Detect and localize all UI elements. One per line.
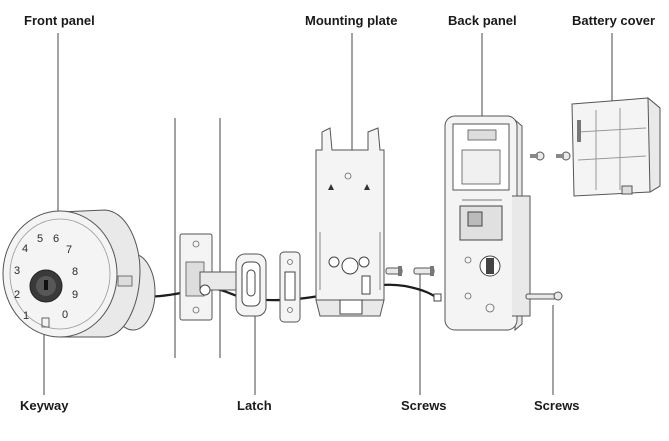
label-mounting-plate: Mounting plate: [305, 13, 397, 28]
keypad-digit: 7: [66, 244, 72, 256]
fingerprint-icon: [41, 317, 50, 328]
latch-body: [199, 253, 267, 317]
keypad-digit: 0: [62, 309, 68, 321]
keypad-digit: 8: [72, 266, 78, 278]
door-edge: [174, 118, 221, 358]
keypad-digit: 9: [72, 289, 78, 301]
mounting-plate: [315, 127, 385, 317]
label-front-panel: Front panel: [24, 13, 95, 28]
battery-screws: [530, 151, 571, 161]
leader-lines: [43, 33, 613, 395]
keyway-slot: [44, 280, 48, 290]
screw-right: [525, 291, 563, 301]
label-screws-right: Screws: [534, 398, 580, 413]
label-keyway: Keyway: [20, 398, 69, 413]
screws-left: [385, 266, 442, 302]
keypad-digit: 5: [37, 233, 43, 245]
strike-plate: [279, 251, 301, 323]
keypad-digit: 3: [14, 265, 20, 277]
front-panel: 1 2 3 4 5 6 7 8 9 0: [2, 209, 156, 338]
keypad-digit: 1: [23, 310, 29, 322]
label-back-panel: Back panel: [448, 13, 517, 28]
battery-cover: [571, 96, 661, 197]
back-panel: [444, 115, 531, 332]
keypad-digit: 2: [14, 289, 20, 301]
keypad-digit: 4: [22, 243, 28, 255]
label-latch: Latch: [237, 398, 272, 413]
label-screws-left: Screws: [401, 398, 447, 413]
label-battery-cover: Battery cover: [572, 13, 655, 28]
keypad-digit: 6: [53, 233, 59, 245]
cable: [111, 283, 441, 302]
